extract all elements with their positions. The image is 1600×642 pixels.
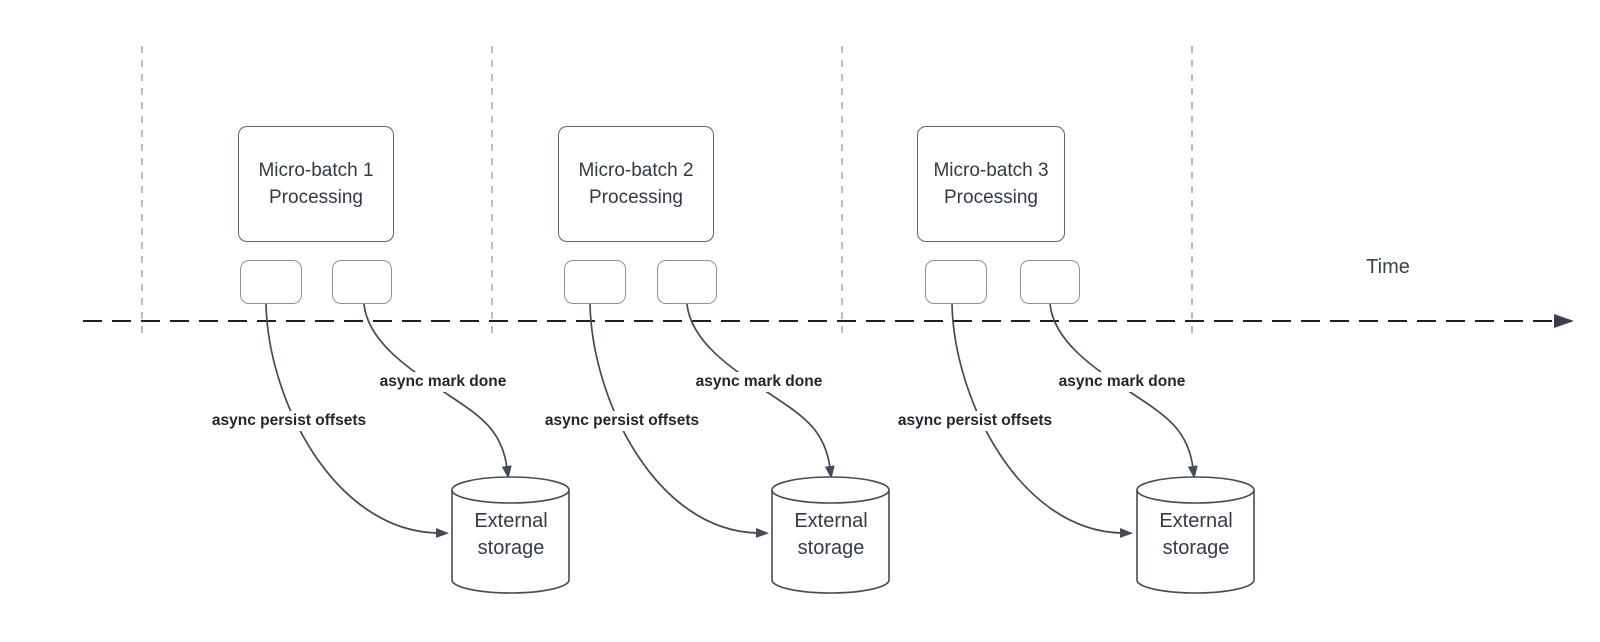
micro-batch-2-label-line1: Micro-batch 2 — [578, 160, 694, 181]
async-mark-done-label: async mark done — [1055, 372, 1189, 392]
micro-batch-1-commit-task-box — [332, 260, 392, 304]
micro-batch-3-commit-task-box — [1020, 260, 1080, 304]
async-persist-offsets-label: async persist offsets — [208, 411, 370, 431]
micro-batch-2-commit-task-box — [657, 260, 717, 304]
micro-batch-3-label-line2: Processing — [944, 187, 1038, 208]
micro-batch-1-offset-task-box — [240, 260, 302, 304]
async-persist-offsets-label: async persist offsets — [541, 411, 703, 431]
external-storage-label-line2: storage — [1162, 537, 1230, 559]
micro-batch-1-processing-box: Micro-batch 1 Processing — [238, 126, 394, 242]
async-mark-done-label: async mark done — [376, 372, 510, 392]
external-storage-cylinder-icon — [1136, 476, 1255, 594]
external-storage-label-line2: storage — [477, 537, 545, 559]
micro-batch-1-label-line2: Processing — [269, 187, 363, 208]
micro-batch-3-offset-task-box — [925, 260, 987, 304]
micro-batch-3-processing-box: Micro-batch 3 Processing — [917, 126, 1065, 242]
time-axis-label: Time — [1366, 256, 1410, 278]
async-persist-offsets-arrow — [951, 303, 1133, 538]
micro-batch-2-processing-box: Micro-batch 2 Processing — [558, 126, 714, 242]
external-storage-label-line2: storage — [797, 537, 865, 559]
async-mark-done-arrow — [686, 303, 835, 479]
external-storage-cylinder-icon — [771, 476, 890, 594]
external-storage-label-line1: External — [1159, 510, 1233, 532]
external-storage-label-line1: External — [794, 510, 868, 532]
external-storage-label: External storage — [772, 508, 890, 562]
external-storage-label-line1: External — [474, 510, 548, 532]
micro-batch-3-label-line1: Micro-batch 3 — [933, 160, 1049, 181]
external-storage-label: External storage — [452, 508, 570, 562]
async-persist-offsets-arrow — [589, 303, 769, 538]
micro-batch-2-offset-task-box — [564, 260, 626, 304]
async-mark-done-arrow — [1049, 303, 1198, 479]
micro-batch-1-label-line1: Micro-batch 1 — [258, 160, 374, 181]
async-persist-offsets-label: async persist offsets — [894, 411, 1056, 431]
external-storage-cylinder-icon — [451, 476, 570, 594]
async-mark-done-arrow — [363, 303, 512, 479]
async-mark-done-label: async mark done — [692, 372, 826, 392]
micro-batch-2-label-line2: Processing — [589, 187, 683, 208]
external-storage-label: External storage — [1137, 508, 1255, 562]
async-persist-offsets-arrow — [265, 303, 449, 538]
